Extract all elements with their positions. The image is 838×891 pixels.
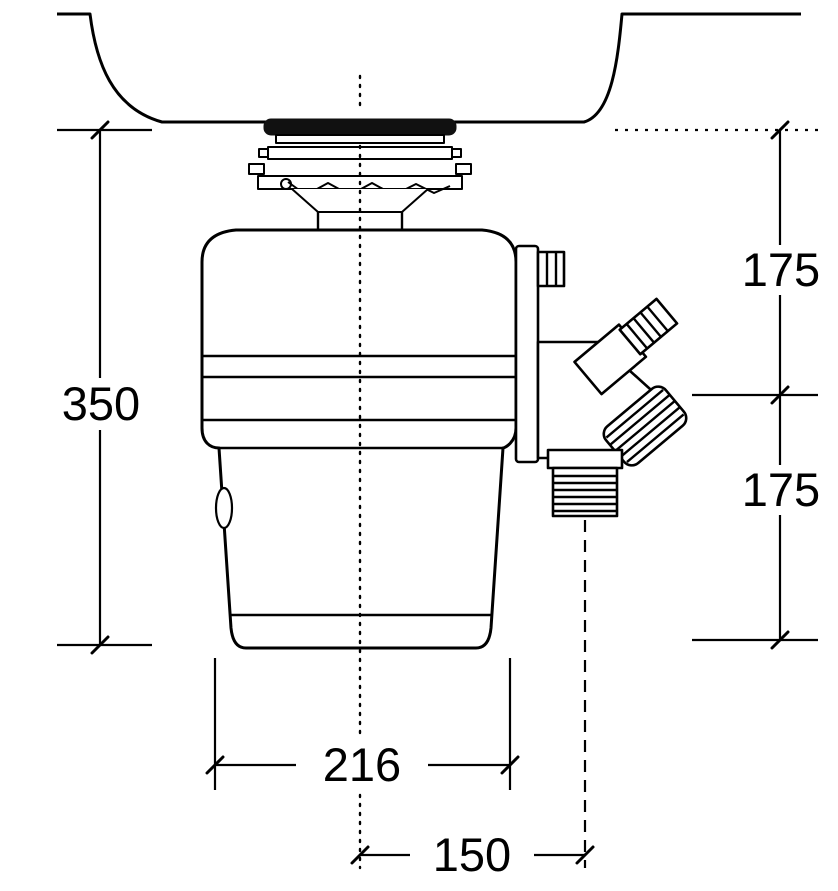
side-flange (514, 244, 540, 464)
dim-right-sections (615, 120, 818, 650)
dim-outlet-offset (350, 845, 595, 865)
threaded-outlet-pipe (546, 448, 624, 518)
dim-label-upper-section: 175 (742, 243, 820, 296)
disposer-body (200, 228, 518, 650)
dishwasher-inlet (536, 250, 566, 288)
sink-flange-band (263, 118, 457, 136)
mounting-screw-right (455, 163, 472, 175)
reset-button (214, 486, 234, 530)
dim-label-outlet-offset: 150 (433, 828, 511, 881)
hose-barb-connector (618, 297, 679, 356)
dim-label-lower-section: 175 (742, 463, 820, 516)
dim-label-overall-height: 350 (62, 377, 140, 430)
mounting-screw-left (248, 163, 265, 175)
sink-basin (57, 12, 801, 124)
outlet-assembly (514, 244, 688, 868)
dim-body-width (205, 658, 520, 790)
dim-overall-height (57, 120, 152, 655)
dim-label-body-width: 216 (323, 738, 401, 791)
